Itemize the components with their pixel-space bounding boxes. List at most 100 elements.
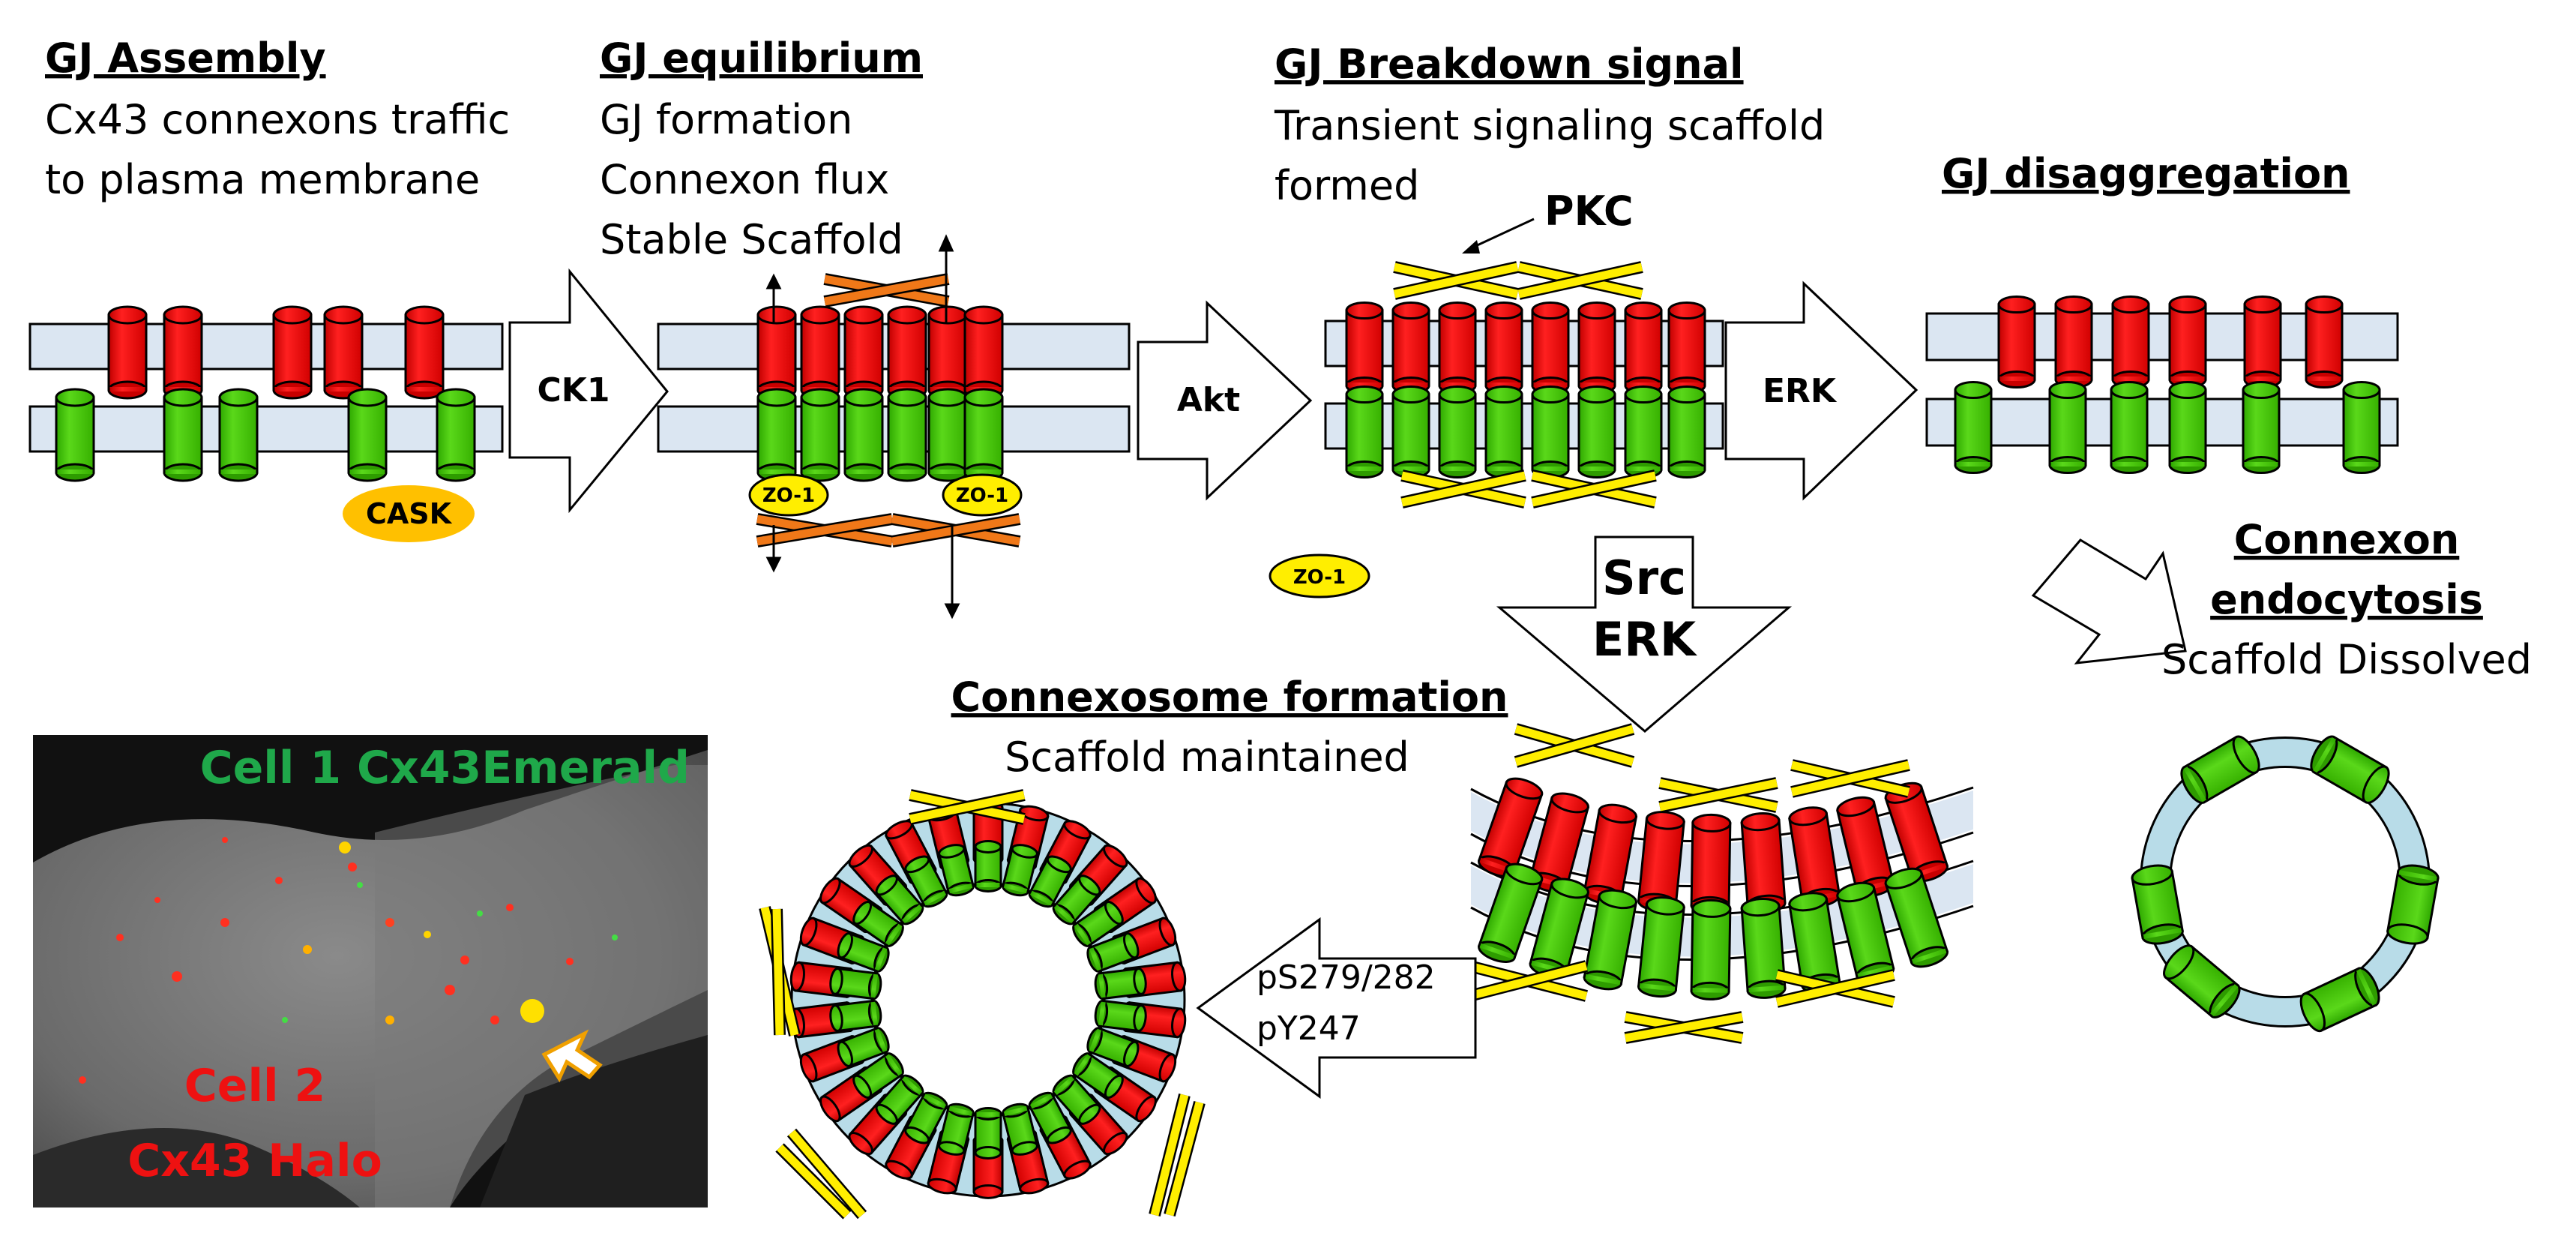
membrane-lower	[1324, 402, 1724, 450]
connexon-green	[2310, 735, 2390, 804]
scaffold-orange-bottom	[756, 513, 1021, 548]
connexon-green	[2386, 864, 2440, 945]
micrograph-punctum	[303, 945, 312, 954]
scaffold-orange-top	[823, 273, 950, 308]
connexon-green	[1531, 385, 1570, 479]
connexon-green	[904, 855, 948, 908]
connexon-green	[1690, 898, 1732, 1000]
membrane-lower	[28, 405, 504, 453]
connexon-red	[2111, 295, 2150, 389]
connexon-red	[756, 305, 797, 400]
micrograph: Cell 1 Cx43Emerald Cell 2 Cx43 Halo	[33, 735, 708, 1208]
connexosome-line1: Scaffold maintained	[1005, 734, 1409, 781]
zo1-oval-right	[942, 473, 1023, 517]
connexon-red	[927, 305, 968, 400]
zo1-oval-free	[1269, 554, 1370, 598]
micrograph-punctum	[282, 1017, 288, 1023]
micrograph-punctum	[339, 842, 351, 854]
phospho-label-1: pS279/282	[1257, 958, 1436, 997]
micrograph-punctum	[79, 1076, 86, 1084]
connexon-green	[2131, 864, 2184, 945]
connexon-red	[1391, 301, 1430, 395]
connexon-green	[1002, 1102, 1039, 1156]
connexon-green	[2168, 380, 2207, 475]
erk-label: ERK	[1763, 372, 1838, 410]
connexon-green	[1954, 380, 1993, 475]
connexon-green	[974, 840, 1002, 892]
connexon-red	[1484, 301, 1523, 395]
micrograph-punctum	[220, 918, 229, 927]
akt-label: Akt	[1177, 381, 1240, 419]
connexon-green	[875, 1074, 924, 1125]
scaffold-bar	[1149, 1094, 1191, 1216]
connexon-red	[404, 305, 445, 400]
src-erk-arrow: Src ERK	[1496, 536, 1793, 733]
connexon-red	[1667, 301, 1706, 395]
micrograph-punctum	[172, 971, 182, 982]
ck1-arrow: CK1	[508, 268, 669, 514]
micrograph-punctum	[424, 931, 431, 938]
connexon-green	[2342, 380, 2381, 475]
connexon-red	[1577, 301, 1616, 395]
breakdown-title: GJ Breakdown signal	[1275, 40, 1744, 88]
cask-label: CASK	[366, 497, 453, 530]
endocytosis-title2: endocytosis	[2210, 576, 2483, 623]
connexon-green	[1094, 967, 1147, 1000]
connexon-green	[1391, 385, 1430, 479]
connexon-green	[2242, 380, 2281, 475]
connexon-green	[2299, 967, 2380, 1033]
connexon-green	[1086, 932, 1140, 973]
breakdown-line2: formed	[1275, 162, 1419, 209]
connexon-red	[163, 305, 203, 400]
micrograph-cell2-label-2: Cx43 Halo	[127, 1135, 382, 1187]
connexon-green	[963, 388, 1004, 482]
micrograph-punctum	[445, 985, 455, 995]
src-label: Src	[1602, 550, 1686, 605]
connexon-green	[837, 932, 890, 973]
akt-arrow: Akt	[1137, 300, 1313, 501]
disaggregation-panel: GJ disaggregation	[1925, 150, 2399, 475]
micrograph-pointer-arrow	[541, 1029, 603, 1083]
connexon-green	[2048, 380, 2087, 475]
connexon-green	[1072, 1052, 1124, 1100]
scaffold-bar	[1775, 969, 1895, 1008]
scaffold-bar	[775, 1143, 852, 1220]
connexon-green	[2110, 380, 2149, 475]
micrograph-punctum	[116, 934, 124, 941]
connexon-red	[843, 305, 884, 400]
micrograph-punctum	[348, 862, 357, 872]
connexon-green	[1577, 385, 1616, 479]
micrograph-punctum	[222, 837, 228, 843]
connexon-green	[1094, 999, 1147, 1033]
equilibrium-panel: GJ equilibrium GJ formation Connexon flu…	[600, 34, 1131, 620]
equilibrium-line3: Stable Scaffold	[600, 216, 903, 263]
micrograph-punctum	[357, 882, 363, 888]
connexon-green	[55, 388, 95, 482]
micrograph-punctum	[490, 1016, 499, 1024]
connexon-red	[2054, 295, 2093, 389]
connexosome-ring	[759, 789, 1206, 1220]
connexon-green	[1740, 897, 1787, 999]
connexon-green	[875, 874, 924, 926]
connexon-red	[107, 305, 148, 400]
phospho-label-2: pY247	[1257, 1010, 1361, 1048]
connexon-green	[937, 844, 975, 897]
connexon-green	[1028, 1091, 1072, 1144]
connexon-green	[800, 388, 840, 482]
endocytic-vesicle	[2131, 735, 2440, 1033]
micrograph-punctum	[460, 956, 469, 964]
connexon-green	[837, 1027, 890, 1068]
connexon-green	[887, 388, 927, 482]
src-erk-label: ERK	[1592, 612, 1697, 667]
scaffold-bar	[1531, 470, 1657, 508]
connexon-red	[800, 305, 840, 400]
zo1-label-right: ZO-1	[956, 484, 1008, 507]
connexon-red	[1531, 301, 1570, 395]
connexon-green	[1345, 385, 1384, 479]
connexon-green	[852, 900, 904, 947]
connexon-green	[1477, 862, 1544, 963]
connexon-green	[843, 388, 884, 482]
connexon-green	[1884, 867, 1949, 968]
endocytosis-panel: Connexon endocytosis Scaffold Dissolved	[2161, 516, 2532, 683]
connexon-red	[1997, 295, 2036, 389]
